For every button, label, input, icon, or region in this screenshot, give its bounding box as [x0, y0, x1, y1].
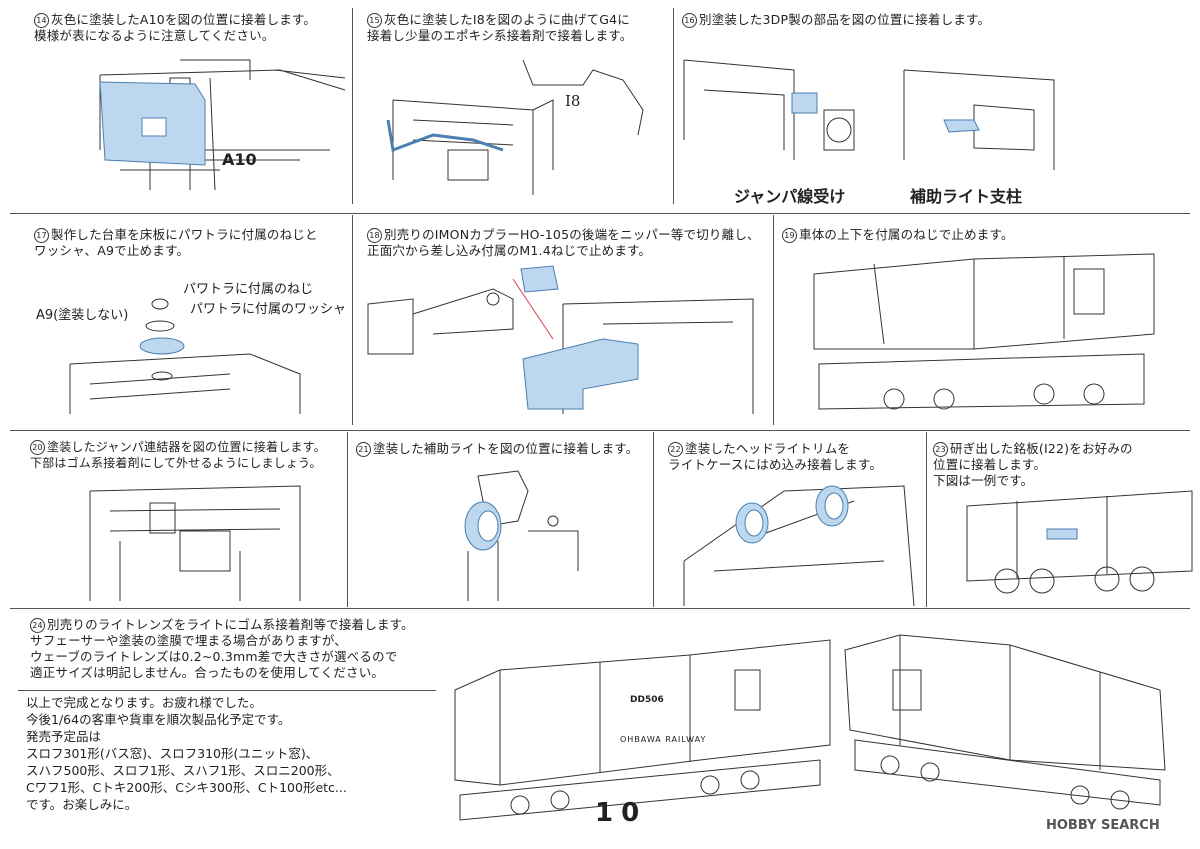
label-a9: A9(塗装しない)	[36, 308, 129, 323]
step-14-diagram	[99, 59, 346, 191]
closing-message: 以上で完成となります。お疲れ様でした。 今後1/64の客車や貨車を順次製品化予定…	[26, 695, 347, 812]
label-screw: パワトラに付属のねじ	[183, 282, 314, 297]
step-number: 16	[682, 13, 697, 28]
step-15-diagram	[386, 59, 644, 195]
label-washer: パワトラに付属のワッシャ	[190, 302, 347, 317]
step-18-diagram	[367, 265, 754, 414]
part-label-aux-light: 補助ライト支柱	[910, 187, 1023, 206]
brand-watermark: HOBBY SEARCH	[1046, 818, 1160, 833]
part-label-a10: A10	[222, 150, 257, 169]
part-label-i8: I8	[565, 92, 581, 110]
step-number: 21	[356, 442, 371, 457]
step-21-diagram	[464, 470, 579, 601]
step-23-diagram	[966, 490, 1193, 594]
step-22-diagram	[683, 485, 915, 607]
loco-railway-lettering: OHBAWA RAILWAY	[620, 735, 707, 744]
step-16-diagram	[683, 59, 1055, 170]
part-label-jumper: ジャンパ線受け	[734, 187, 846, 206]
step-number: 24	[30, 618, 45, 633]
loco-number-plate: DD506	[630, 695, 664, 705]
page-number: 10	[595, 798, 648, 828]
step-20-diagram	[89, 485, 301, 601]
step-19-diagram	[813, 253, 1155, 410]
step-17-diagram	[69, 298, 301, 414]
step-number: 19	[782, 228, 797, 243]
